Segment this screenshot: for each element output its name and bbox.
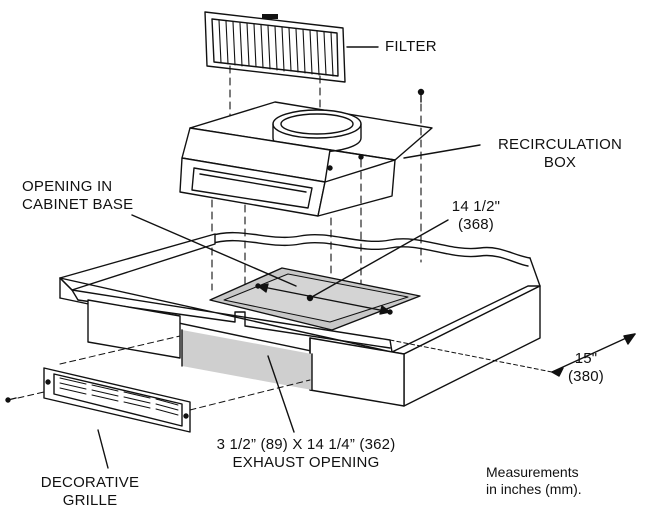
grille-alignment-lines: [5, 335, 311, 411]
filter-part: [204, 11, 346, 83]
recirc-line-2: BOX: [543, 154, 577, 171]
screw-top: [417, 88, 425, 103]
dim-depth-line: [389, 333, 636, 377]
grille-label: DECORATIVE GRILLE: [20, 474, 160, 510]
opening-line-1: OPENING IN: [22, 178, 113, 195]
recirc-leader-line: [403, 144, 481, 159]
measurement-note: Measurements in inches (mm).: [486, 464, 582, 498]
exhaust-leader-line: [267, 355, 295, 433]
dim-width-inches: 14 1/2": [451, 198, 501, 215]
recirc-line-1: RECIRCULATION: [498, 136, 622, 153]
dim-width-mm: (368): [457, 216, 495, 233]
grille-leader-line: [97, 429, 109, 469]
recirculation-box-part: [179, 101, 433, 217]
note-line-1: Measurements: [486, 464, 579, 480]
decorative-grille-part: [43, 367, 191, 433]
exhaust-line-2: EXHAUST OPENING: [232, 454, 380, 471]
cabinet-base-part: [59, 232, 541, 407]
opening-label: OPENING IN CABINET BASE: [22, 178, 133, 214]
dim-width-label: 14 1/2" (368): [440, 198, 512, 234]
opening-line-2: CABINET BASE: [22, 196, 134, 213]
dim-depth-mm: (380): [567, 368, 605, 385]
dim-depth-inches: 15": [574, 350, 598, 367]
dim-width-line: [255, 219, 449, 315]
note-line-2: in inches (mm).: [486, 481, 582, 497]
exhaust-line-1: 3 1/2” (89) X 14 1/4” (362): [216, 436, 396, 453]
grille-line-1: DECORATIVE: [40, 474, 140, 491]
grille-line-2: GRILLE: [62, 492, 118, 509]
filter-label: FILTER: [385, 38, 437, 55]
opening-leader-line: [131, 214, 297, 287]
exhaust-opening-label: 3 1/2” (89) X 14 1/4” (362) EXHAUST OPEN…: [206, 436, 406, 472]
exhaust-opening: [182, 330, 312, 390]
dim-depth-label: 15" (380): [556, 350, 616, 386]
recirculation-box-label: RECIRCULATION BOX: [480, 136, 640, 172]
